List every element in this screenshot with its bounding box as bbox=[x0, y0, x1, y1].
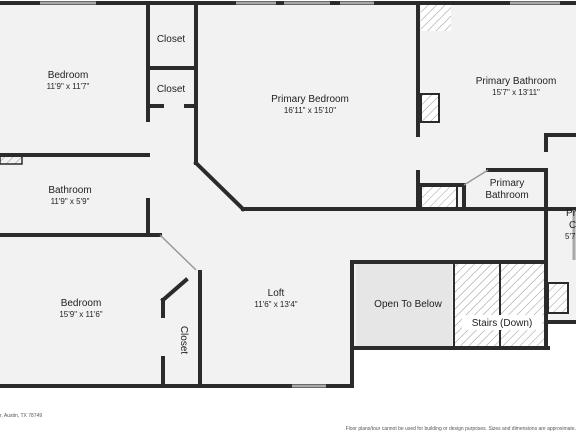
room-label-partial-line2: C bbox=[569, 220, 576, 231]
room-name-closet-3: Closet bbox=[178, 326, 189, 355]
room-name-closet-1: Closet bbox=[157, 34, 186, 45]
room-dims-bedroom-1: 11'9" x 11'7" bbox=[47, 82, 90, 91]
room-dims-loft: 11'6" x 13'4" bbox=[254, 300, 297, 309]
room-dims-primary-bathroom: 15'7" x 13'11" bbox=[492, 88, 540, 97]
open-to-below-area bbox=[356, 263, 452, 348]
room-dims-bedroom-2: 15'9" x 11'6" bbox=[59, 310, 102, 319]
room-dims-primary-bedroom: 16'11" x 15'10" bbox=[284, 106, 336, 115]
room-name-stairs: Stairs (Down) bbox=[472, 318, 533, 329]
room-name-closet-2: Closet bbox=[157, 84, 186, 95]
room-name-bedroom-1: Bedroom bbox=[48, 70, 89, 81]
footer-disclaimer: Floor plans/tour cannot be used for buil… bbox=[346, 426, 576, 432]
room-label-partial-line1: Pr bbox=[566, 208, 576, 219]
room-name-primary-bathroom: Primary Bathroom bbox=[476, 76, 557, 87]
room-dims-bathroom: 11'9" x 5'9" bbox=[51, 197, 90, 206]
door-swings bbox=[159, 169, 489, 271]
room-name-bathroom: Bathroom bbox=[48, 185, 91, 196]
room-label-primary-line1: Primary bbox=[490, 178, 524, 189]
room-name-loft: Loft bbox=[268, 288, 285, 299]
footer-address: r, Austin, TX 78749 bbox=[0, 413, 42, 419]
room-name-primary-bedroom: Primary Bedroom bbox=[271, 94, 349, 105]
stairs-label-group: Stairs (Down) bbox=[462, 315, 542, 330]
room-label-primary-line2: Bathroom bbox=[485, 190, 528, 201]
room-name-open-to-below: Open To Below bbox=[374, 299, 442, 310]
windows bbox=[40, 1, 576, 388]
stairs-area bbox=[453, 262, 546, 348]
room-name-bedroom-2: Bedroom bbox=[61, 298, 102, 309]
room-label-partial-line3: 5'7 bbox=[565, 232, 576, 241]
fixtures bbox=[0, 5, 569, 314]
